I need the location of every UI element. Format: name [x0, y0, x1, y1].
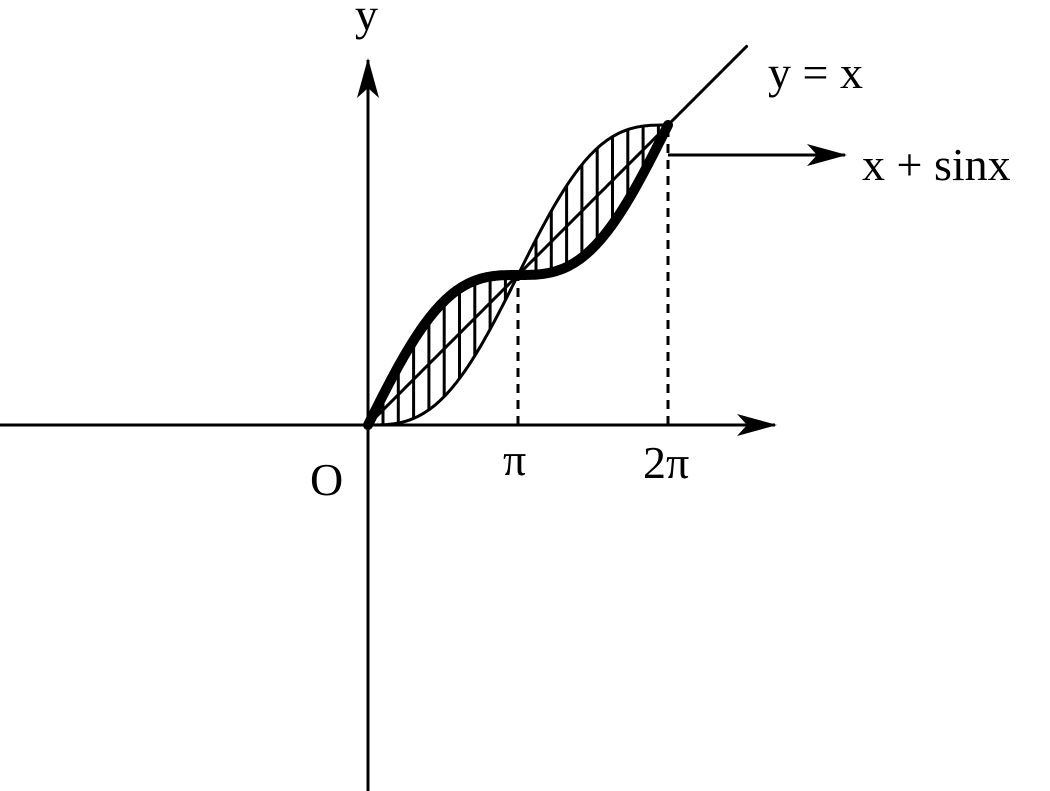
y-axis-label: y — [355, 0, 378, 40]
curve-y-x — [366, 44, 749, 427]
tick-label-2pi: 2π — [643, 437, 689, 488]
curve-label: x + sinx — [862, 139, 1011, 190]
origin-label: O — [310, 454, 343, 505]
line-label: y = x — [768, 47, 863, 98]
tick-label-pi: π — [503, 434, 526, 485]
